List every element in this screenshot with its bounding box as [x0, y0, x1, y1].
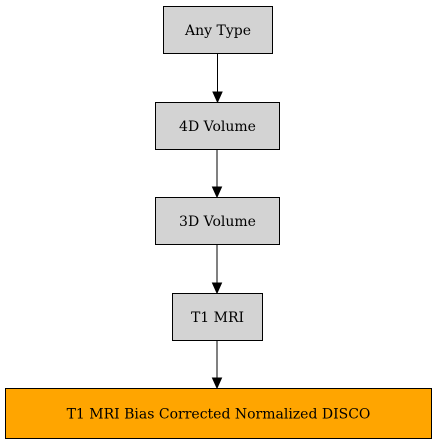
node-box	[163, 6, 273, 54]
node-4d-volume[interactable]: 4D Volume	[155, 102, 280, 150]
node-any-type[interactable]: Any Type	[163, 6, 273, 54]
arrowhead-icon	[211, 282, 223, 295]
edge-any-type-to-4d-volume	[212, 53, 223, 104]
edge-3d-volume-to-t1-mri	[211, 244, 223, 295]
node-3d-volume[interactable]: 3D Volume	[155, 197, 280, 245]
node-box	[172, 293, 263, 341]
node-label: 4D Volume	[179, 119, 256, 135]
node-t1-mri-bias-corrected-normalized-disco[interactable]: T1 MRI Bias Corrected Normalized DISCO	[5, 388, 432, 439]
node-t1-mri[interactable]: T1 MRI	[172, 293, 263, 341]
node-box	[155, 197, 280, 245]
nodes-layer: Any Type 4D Volume 3D Volume T1 MRI T1 MRI B…	[5, 6, 432, 439]
node-box	[5, 388, 432, 439]
node-label: 3D Volume	[179, 214, 256, 230]
node-label: T1 MRI Bias Corrected Normalized DISCO	[67, 407, 371, 423]
edges-layer	[211, 53, 223, 390]
node-box	[155, 102, 280, 150]
node-label: Any Type	[184, 23, 251, 39]
edge-t1-mri-to-t1-mri-bias-corrected-normalized-disco	[211, 340, 223, 390]
arrowhead-icon	[211, 377, 223, 390]
node-label: T1 MRI	[191, 310, 244, 326]
arrowhead-icon	[212, 91, 223, 104]
edge-4d-volume-to-3d-volume	[211, 149, 223, 199]
arrowhead-icon	[211, 186, 223, 199]
